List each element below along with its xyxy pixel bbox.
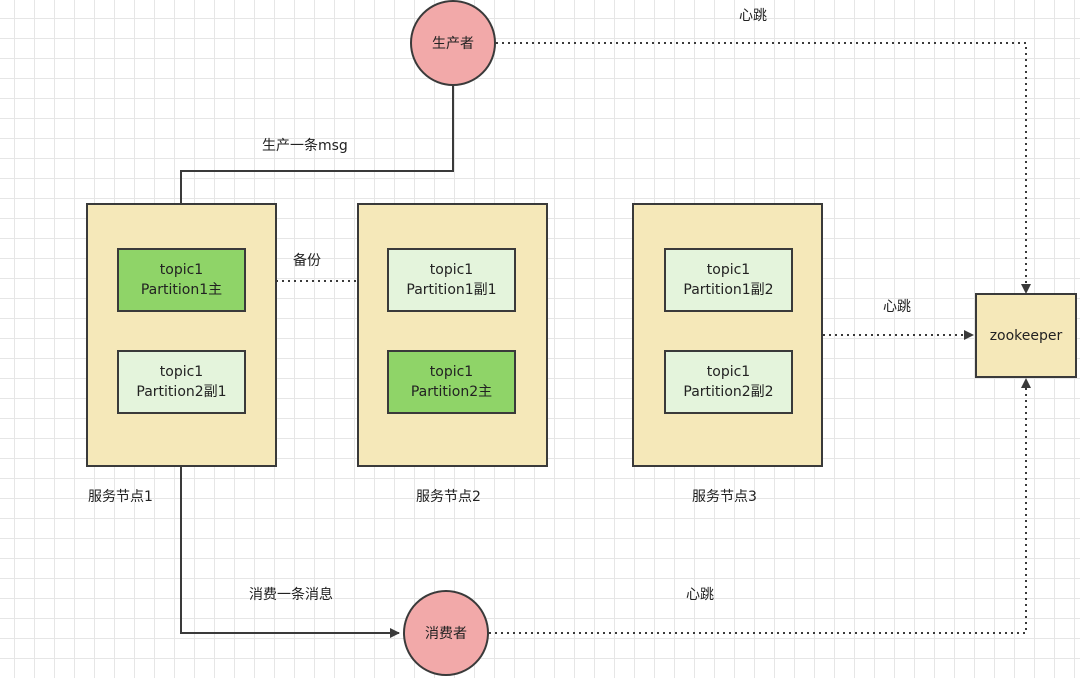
producer-heartbeat-label: 心跳: [739, 8, 767, 24]
zookeeper-label: zookeeper: [989, 327, 1063, 344]
node3-partition2-replica[interactable]: topic1 Partition2副2: [664, 350, 793, 414]
consume-edge-label: 消费一条消息: [249, 587, 333, 603]
service-node-1[interactable]: [86, 203, 277, 467]
service-node-3[interactable]: [632, 203, 823, 467]
partition-name: Partition2副1: [136, 384, 227, 400]
node1-partition1-leader[interactable]: topic1 Partition1主: [117, 248, 246, 312]
partition-topic: topic1: [159, 262, 204, 278]
partition-topic: topic1: [706, 262, 751, 278]
service-node-2[interactable]: [357, 203, 548, 467]
service-node-2-label: 服务节点2: [416, 489, 481, 505]
partition-name: Partition1副1: [406, 282, 497, 298]
partition-topic: topic1: [159, 364, 204, 380]
partition-topic: topic1: [706, 364, 751, 380]
service-node-1-label: 服务节点1: [88, 489, 153, 505]
node2-partition2-leader[interactable]: topic1 Partition2主: [387, 350, 516, 414]
producer-node[interactable]: 生产者: [410, 0, 496, 86]
node-heartbeat-label: 心跳: [883, 299, 911, 315]
node2-partition1-replica[interactable]: topic1 Partition1副1: [387, 248, 516, 312]
partition-name: Partition2副2: [683, 384, 774, 400]
partition-topic: topic1: [429, 262, 474, 278]
backup-edge-label: 备份: [293, 253, 321, 269]
partition-topic: topic1: [429, 364, 474, 380]
node3-partition1-replica[interactable]: topic1 Partition1副2: [664, 248, 793, 312]
node1-partition2-replica[interactable]: topic1 Partition2副1: [117, 350, 246, 414]
consumer-node[interactable]: 消费者: [403, 590, 489, 676]
producer-label: 生产者: [432, 36, 474, 52]
produce-edge-label: 生产一条msg: [262, 138, 348, 154]
consumer-heartbeat-label: 心跳: [686, 587, 714, 603]
partition-name: Partition1主: [140, 282, 223, 298]
partition-name: Partition2主: [410, 384, 493, 400]
consume-arrow: [180, 466, 400, 638]
consumer-label: 消费者: [425, 626, 467, 642]
zookeeper-node[interactable]: zookeeper: [975, 293, 1077, 378]
producer-heartbeat-arrow: [496, 42, 1031, 294]
service-node-3-label: 服务节点3: [692, 489, 757, 505]
partition-name: Partition1副2: [683, 282, 774, 298]
